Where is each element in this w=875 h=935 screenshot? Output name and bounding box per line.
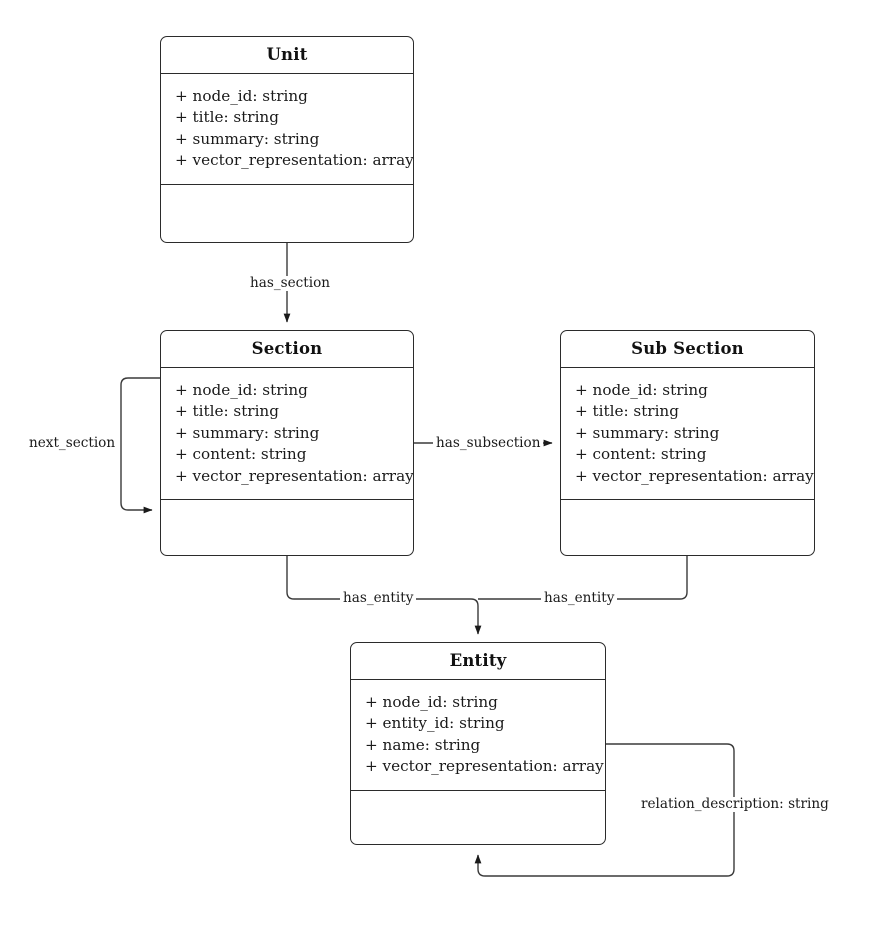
attribute-row: + name: string [365, 735, 481, 754]
attribute-row: + node_id: string [365, 693, 498, 711]
class-box-section[interactable]: Section + node_id: string + title: strin… [160, 330, 414, 556]
class-attributes-section: + node_id: string + title: string + summ… [161, 368, 414, 501]
class-methods-unit [161, 185, 413, 242]
attribute-row: + node_id: string [575, 381, 708, 399]
class-methods-entity [351, 791, 605, 844]
class-box-sub-section[interactable]: Sub Section + node_id: string + title: s… [560, 330, 815, 556]
edge-label-next-section: next_section [26, 436, 119, 451]
class-box-unit[interactable]: Unit + node_id: string + title: string +… [160, 36, 414, 243]
edge-label-relation-description: relation_description: string [638, 797, 832, 812]
attribute-row: + title: string [175, 108, 279, 127]
edge-label-has-entity-section: has_entity [340, 591, 417, 606]
class-title-entity: Entity [351, 643, 605, 680]
attribute-row: + vector_representation: array [575, 466, 814, 485]
attribute-row: + node_id: string [175, 381, 308, 399]
attribute-row: + title: string [575, 402, 679, 421]
attribute-row: + title: string [175, 402, 279, 421]
class-title-section: Section [161, 331, 413, 368]
attribute-row: + summary: string [175, 423, 320, 442]
attribute-row: + vector_representation: array [175, 151, 414, 170]
attribute-row: + vector_representation: array [365, 757, 604, 776]
edge-label-has-subsection: has_subsection [433, 436, 544, 451]
edge-next-section [120, 377, 160, 514]
edge-label-has-entity-subsection: has_entity [541, 591, 618, 606]
attribute-row: + node_id: string [175, 87, 308, 105]
class-attributes-unit: + node_id: string + title: string + summ… [161, 74, 413, 185]
attribute-row: + summary: string [175, 129, 320, 148]
class-title-unit: Unit [161, 37, 413, 74]
class-methods-sub-section [561, 500, 814, 555]
class-box-entity[interactable]: Entity + node_id: string + entity_id: st… [350, 642, 606, 845]
attribute-row: + content: string [175, 445, 307, 464]
attribute-row: + content: string [575, 445, 707, 464]
class-methods-section [161, 500, 413, 555]
class-attributes-sub-section: + node_id: string + title: string + summ… [561, 368, 814, 501]
class-attributes-entity: + node_id: string + entity_id: string + … [351, 680, 605, 791]
attribute-row: + entity_id: string [365, 714, 505, 733]
attribute-row: + vector_representation: array [175, 466, 414, 485]
class-title-sub-section: Sub Section [561, 331, 814, 368]
attribute-row: + summary: string [575, 423, 720, 442]
edge-label-has-section: has_section [247, 276, 334, 291]
